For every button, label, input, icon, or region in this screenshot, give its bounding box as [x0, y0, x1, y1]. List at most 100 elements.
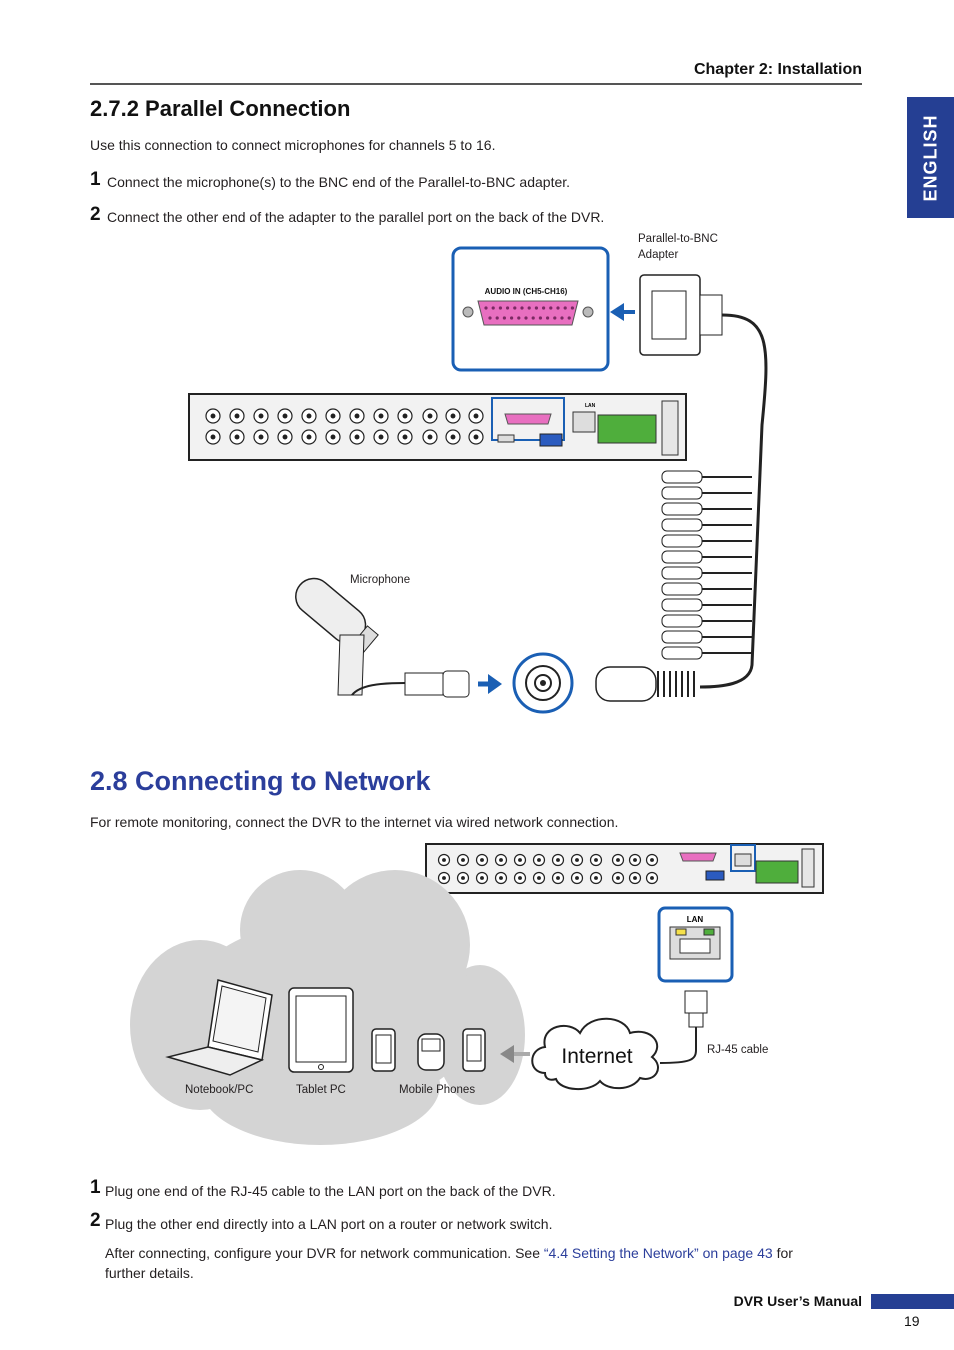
pin: [567, 316, 571, 320]
bnc-female-end: [595, 666, 657, 702]
bnc-tails: [661, 470, 752, 660]
notebook-icon: [165, 979, 273, 1076]
pin: [517, 316, 521, 320]
section-title-parallel: 2.7.2 Parallel Connection: [90, 96, 351, 121]
rj45-cable: [659, 1027, 697, 1064]
internet-cloud-icon: [531, 1017, 659, 1090]
adapter-label: Parallel-to-BNC: [638, 233, 718, 245]
adapter-hood: [699, 294, 723, 336]
section-title-network: 2.8 Connecting to Network: [90, 766, 431, 796]
device-label: Tablet PC: [296, 1084, 346, 1096]
pin: [553, 316, 557, 320]
power-switch: [801, 848, 815, 888]
bnc-tail-connector: [661, 614, 703, 628]
bnc-tail-connector: [661, 502, 703, 516]
bnc-tail-connector: [661, 534, 703, 548]
pin: [560, 316, 564, 320]
chapter-title: Chapter 2: Installation: [693, 61, 862, 78]
adapter-connector: [651, 290, 687, 340]
lan-callout-label: LAN: [687, 915, 704, 924]
pin: [506, 306, 510, 310]
pin: [491, 306, 495, 310]
rj45-plug-icon: [684, 990, 708, 1014]
bnc-tail-connector: [661, 646, 703, 660]
vga-port-icon: [539, 433, 563, 447]
lan-port-icon: [572, 411, 596, 433]
note-text: for: [772, 1245, 793, 1261]
language-tab-label: ENGLISH: [920, 113, 940, 202]
pin: [538, 316, 543, 320]
page-number: 19: [904, 1313, 920, 1329]
pin: [527, 306, 531, 310]
bnc-tail-connector: [661, 630, 703, 644]
bnc-tail-connector: [661, 470, 703, 484]
pin: [549, 306, 553, 310]
step-text: Connect the other end of the adapter to …: [107, 209, 605, 225]
pin: [524, 316, 528, 320]
pin: [510, 316, 514, 320]
note-text: further details.: [105, 1265, 194, 1281]
screw-icon: [462, 306, 474, 318]
device-label: Mobile Phones: [399, 1084, 476, 1096]
pin: [570, 306, 575, 310]
step-number: 1: [90, 169, 101, 190]
adapter-cable: [699, 313, 768, 689]
pin: [531, 316, 535, 320]
step-number: 2: [90, 1210, 101, 1231]
db25-port-icon: [477, 300, 579, 326]
pin: [534, 306, 539, 310]
note-text: After connecting, configure your DVR for…: [105, 1245, 544, 1261]
lan-port-highlight: [730, 844, 756, 872]
pin: [488, 316, 492, 320]
bnc-tail-connector: [661, 598, 703, 612]
microphone-stand: [337, 634, 365, 696]
microphone-label: Microphone: [350, 574, 411, 586]
port-label: AUDIO IN (CH5-CH16): [485, 287, 568, 296]
mini-db25-port-icon: [679, 852, 717, 862]
rj45-cable-label: RJ-45 cable: [707, 1044, 769, 1056]
step-text: Connect the microphone(s) to the BNC end…: [107, 174, 571, 190]
pin: [542, 306, 546, 310]
bnc-tail-connector: [661, 518, 703, 532]
step-number: 1: [90, 1177, 101, 1198]
alarm-terminal-block: [597, 414, 657, 444]
adapter-label: Adapter: [638, 249, 679, 261]
internet-label: Internet: [561, 1045, 632, 1068]
pin: [556, 306, 560, 310]
hdmi-port-icon: [497, 434, 515, 443]
lan-label: LAN: [585, 403, 596, 409]
audio-port-highlight: [491, 397, 565, 441]
pin: [520, 306, 524, 310]
step-number: 2: [90, 204, 101, 225]
pin: [498, 306, 502, 310]
footer-manual-title: DVR User’s Manual: [733, 1293, 862, 1309]
step-text: Plug one end of the RJ-45 cable to the L…: [105, 1183, 556, 1199]
language-tab: ENGLISH: [907, 97, 954, 218]
parallel-intro: Use this connection to connect microphon…: [90, 137, 496, 153]
vga-port-icon: [705, 870, 725, 881]
mini-db25-port-icon: [504, 413, 552, 425]
parallel-connection-diagram: AUDIO IN (CH5-CH16) LAN: [188, 246, 768, 714]
bnc-tail-connector: [661, 582, 703, 596]
alarm-terminal-block: [755, 860, 799, 884]
network-intro: For remote monitoring, connect the DVR t…: [90, 814, 619, 830]
after-connecting-note: After connecting, configure your DVR for…: [105, 1245, 825, 1261]
header-rule: [90, 83, 862, 85]
arrow-left-icon: [500, 1045, 514, 1063]
pin: [563, 306, 567, 310]
bnc-plug-icon: [404, 672, 444, 696]
arrow-right-icon: [488, 674, 502, 694]
pin: [502, 316, 506, 320]
footer-bar: [871, 1294, 954, 1309]
pin: [546, 316, 550, 320]
bnc-tail-connector: [661, 566, 703, 580]
power-switch: [661, 400, 679, 456]
bnc-tail-connector: [661, 486, 703, 500]
cross-reference-link[interactable]: “4.4 Setting the Network” on page 43: [543, 1245, 773, 1261]
pin: [495, 316, 499, 320]
screw-icon: [582, 306, 594, 318]
pin: [513, 306, 517, 310]
bnc-ridges: [657, 671, 695, 697]
step-text: Plug the other end directly into a LAN p…: [105, 1216, 553, 1232]
arrow-left-icon: [610, 303, 624, 321]
